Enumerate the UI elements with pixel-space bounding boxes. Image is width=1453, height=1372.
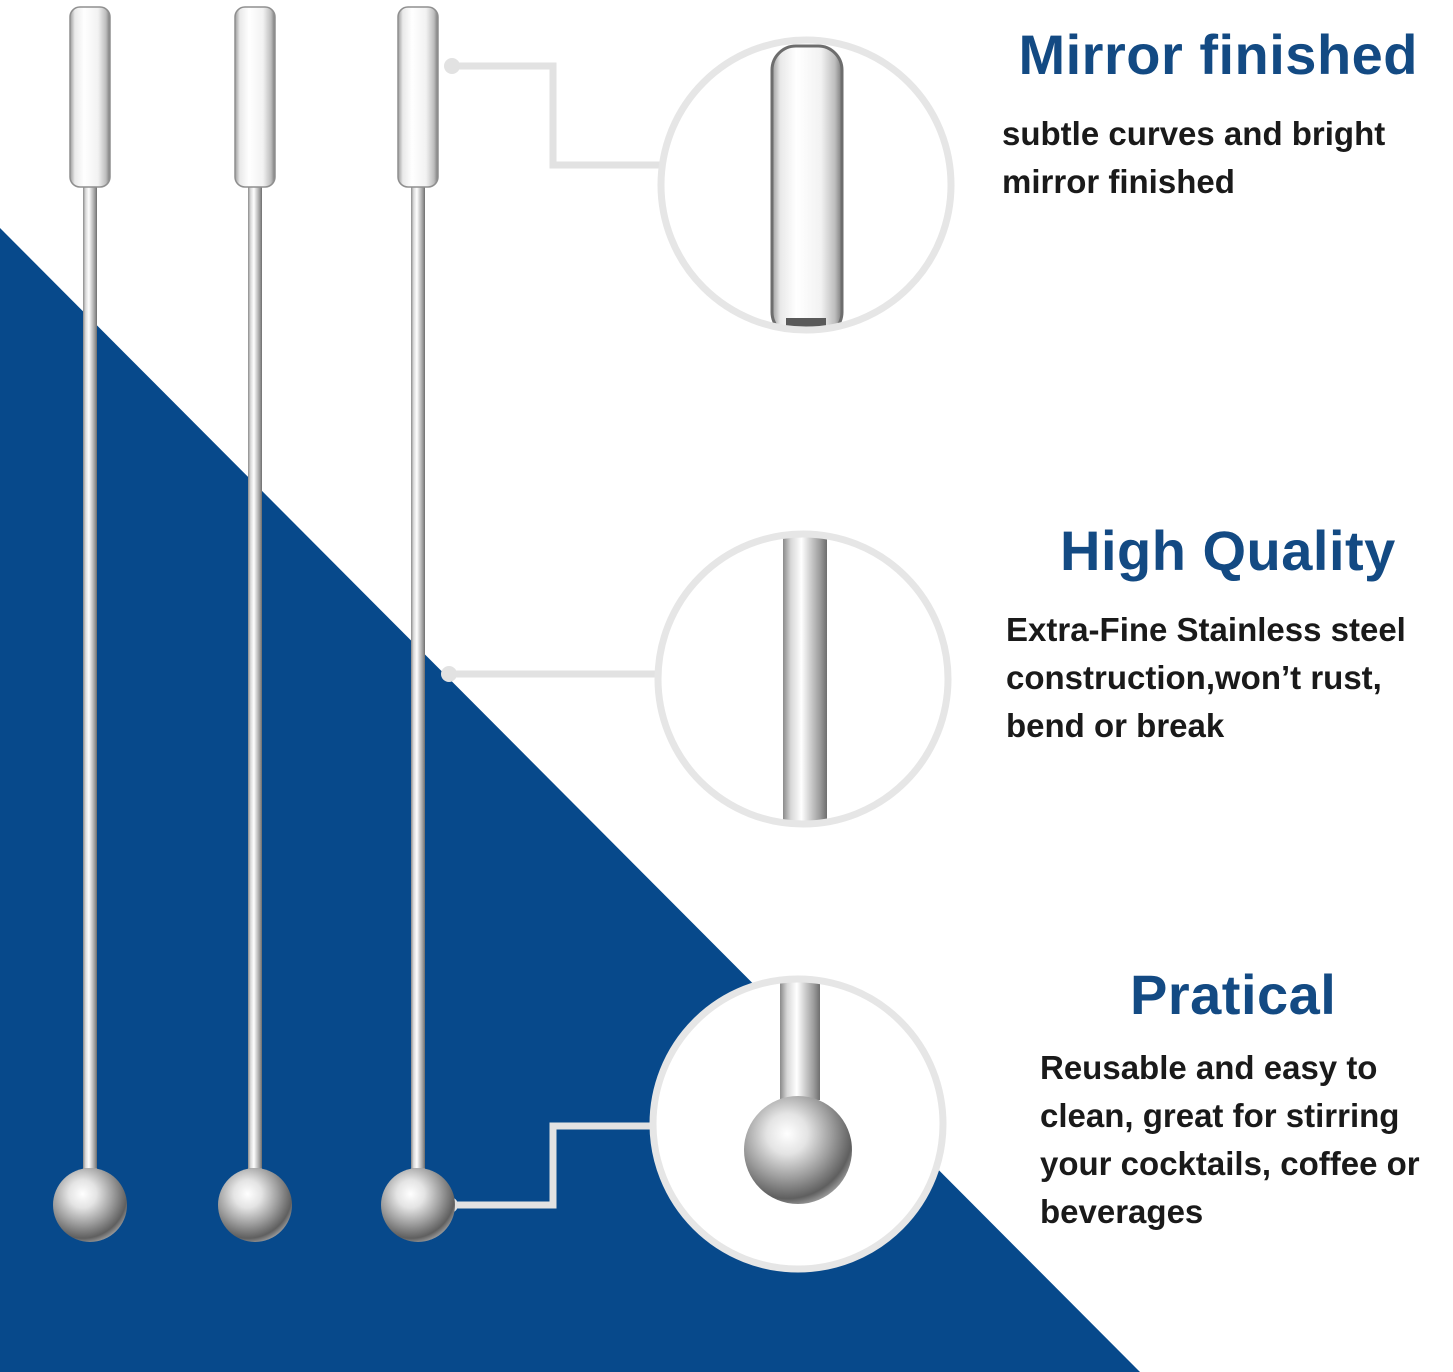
callout-dot-paddle [444,58,460,74]
feature-title: Mirror finished [1018,23,1418,86]
feature-description: Reusable and easy to clean, great for st… [1040,1044,1452,1236]
feature-description: Extra-Fine Stainless steel construction,… [1006,606,1451,750]
feature-title: High Quality [1060,519,1396,582]
feature-line: bend or break [1006,706,1225,744]
stirrer-3-ball [381,1168,455,1242]
zoom-paddle-detail [770,44,844,330]
feature-line: Extra-Fine Stainless steel [1006,610,1406,648]
zoom-ball-detail [744,1096,852,1204]
stirrer-1 [53,6,127,1242]
stirrer-1-ball [53,1168,127,1242]
blue-diagonal-background [0,228,1140,1372]
zoom-circle-paddle [657,36,955,334]
stirrer-3-paddle [397,6,439,188]
feature-high-quality: High Quality Extra-Fine Stainless steel … [1006,520,1451,750]
feature-title: Pratical [1130,963,1337,1026]
callout-line-ball [452,1122,658,1209]
feature-line: clean, great for stirring [1040,1096,1400,1134]
callout-line-paddle [452,62,664,169]
feature-line: mirror finished [1002,162,1235,200]
stirrer-2 [218,6,292,1242]
stirrer-2-paddle [234,6,276,188]
stirrer-2-ball [218,1168,292,1242]
feature-mirror-finished: Mirror finished subtle curves and bright… [1002,24,1442,206]
feature-line: construction,won’t rust, [1006,658,1382,696]
stirrer-3-shaft [411,180,425,1170]
feature-line: beverages [1040,1192,1204,1230]
feature-description: subtle curves and bright mirror finished [1002,110,1442,206]
stirrer-1-paddle [69,6,111,188]
zoom-circle-ball [649,975,947,1273]
feature-line: Reusable and easy to [1040,1048,1378,1086]
zoom-shaft-detail [783,534,827,824]
stirrer-3 [381,6,455,1242]
feature-line: your cocktails, coffee or [1040,1144,1420,1182]
callout-dot-shaft [441,666,457,682]
stirrer-1-shaft [83,180,97,1170]
stirrer-2-shaft [248,180,262,1170]
feature-practical: Pratical Reusable and easy to clean, gre… [1040,964,1452,1236]
feature-line: subtle curves and bright [1002,114,1386,152]
callout-connectors [450,62,664,1209]
zoom-circle-shaft [654,530,952,828]
